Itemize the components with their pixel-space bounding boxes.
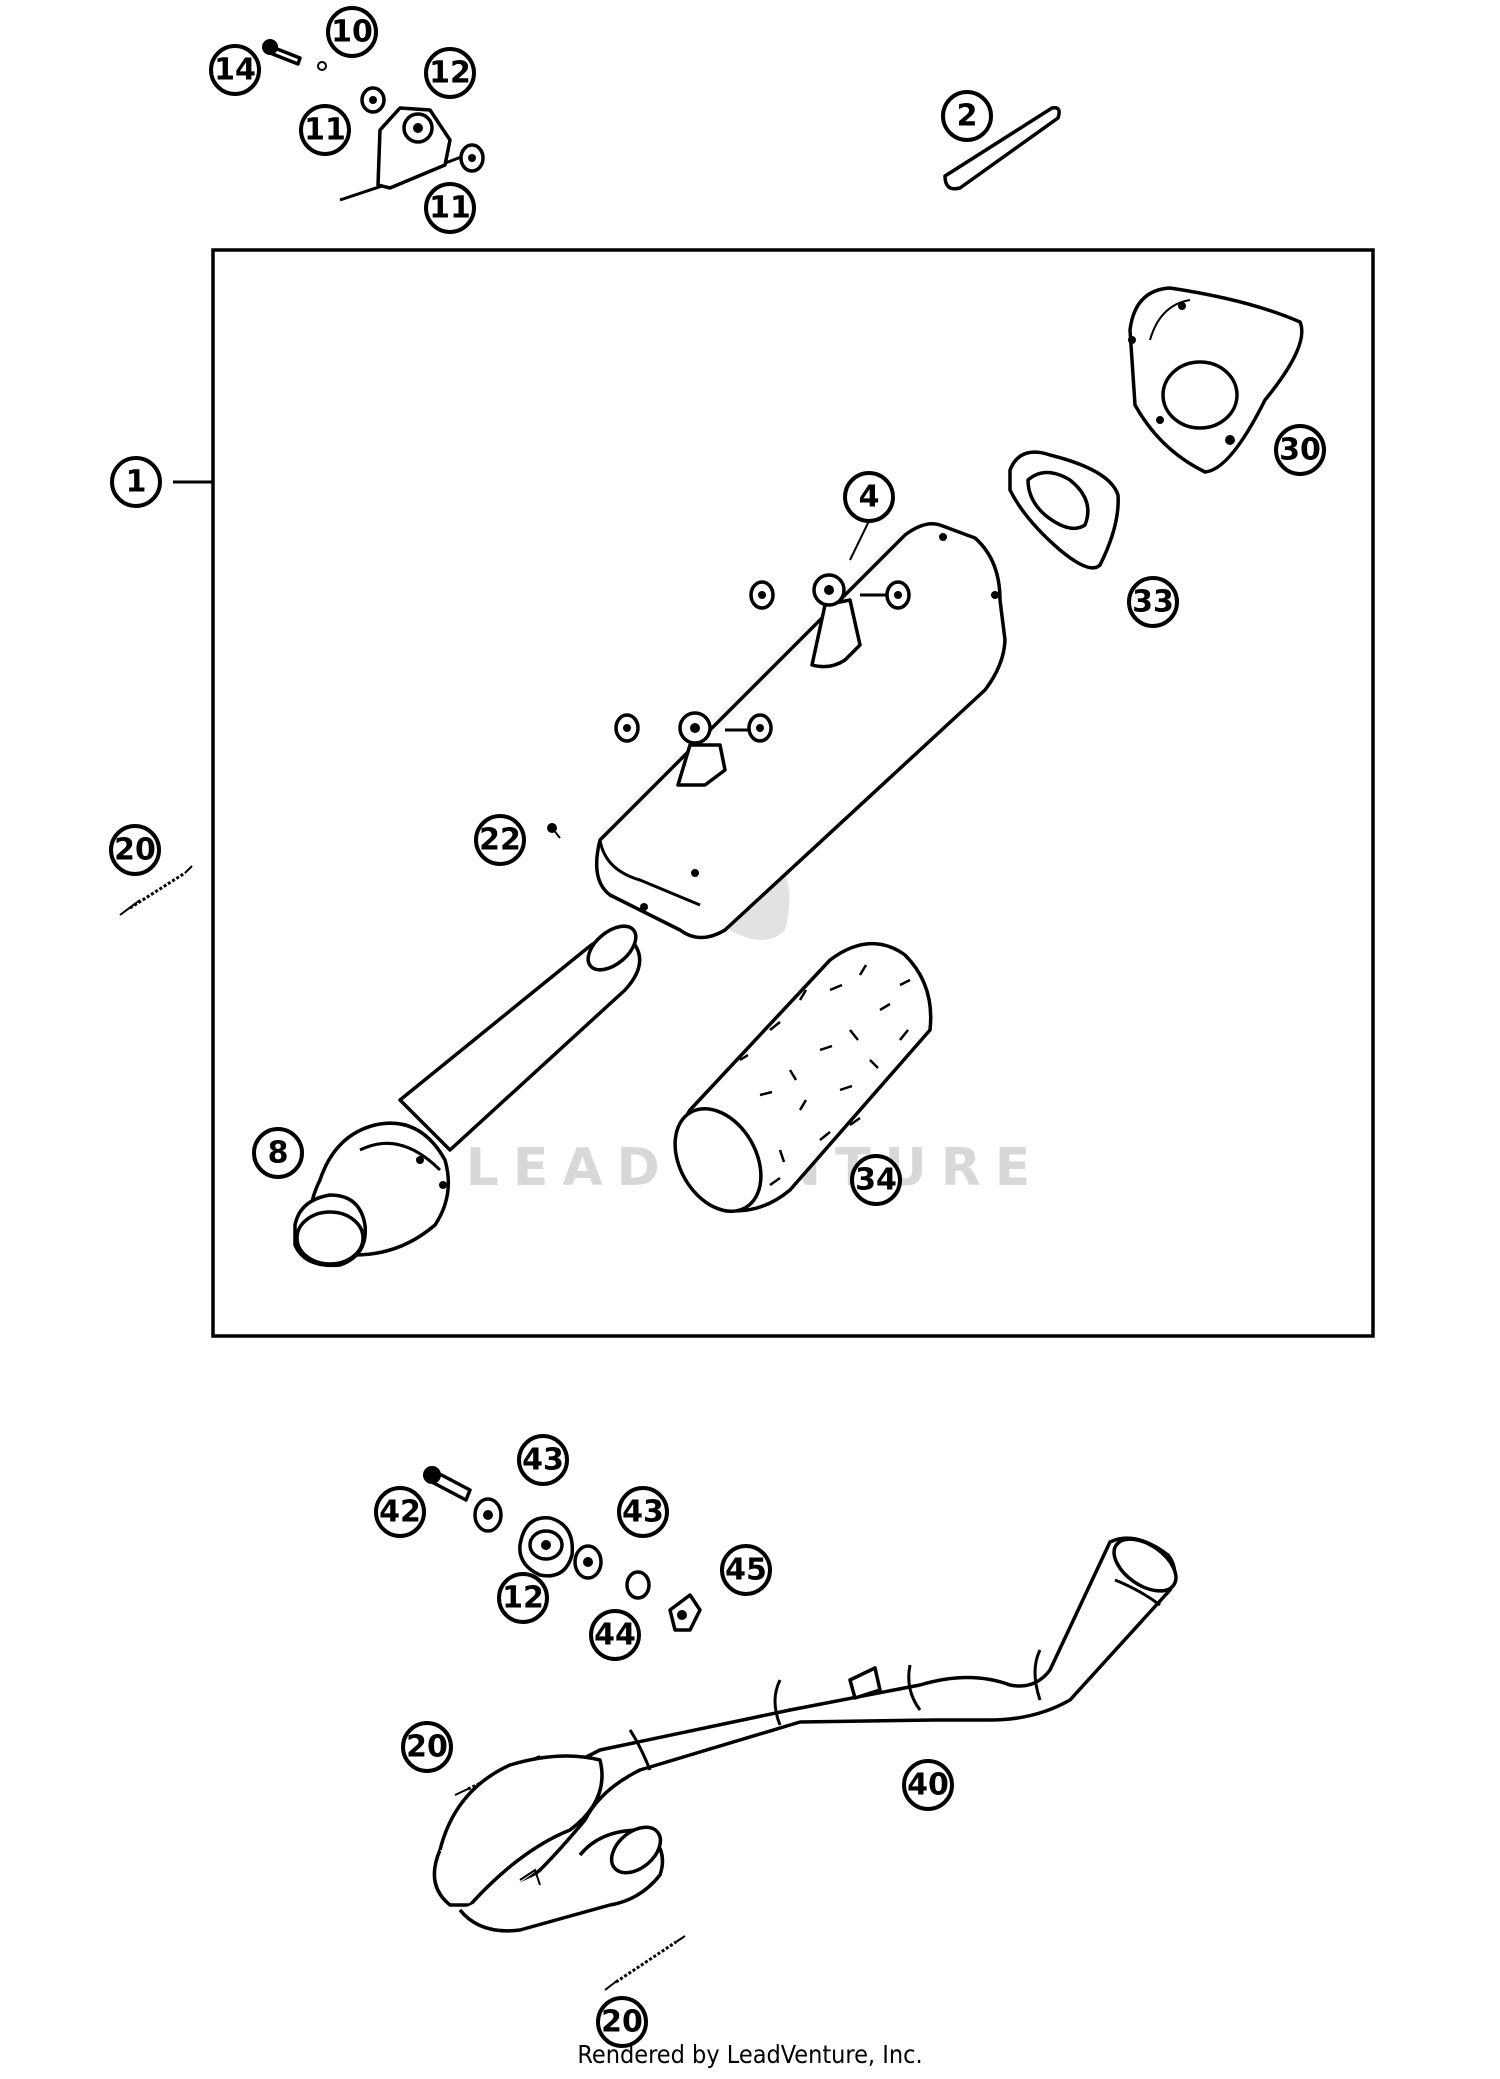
callout-43-lower[interactable]: 43 <box>617 1486 669 1538</box>
silencer-end-cap <box>1128 286 1304 474</box>
svg-text:20: 20 <box>406 1730 448 1765</box>
callout-2[interactable]: 2 <box>941 90 993 142</box>
callout-12-lower[interactable]: 12 <box>497 1572 549 1624</box>
callout-43-upper[interactable]: 43 <box>517 1434 569 1486</box>
svg-text:33: 33 <box>1132 585 1174 620</box>
svg-text:40: 40 <box>907 1768 949 1803</box>
exhaust-spring-bottom <box>604 1935 686 1991</box>
callout-22[interactable]: 22 <box>474 814 526 866</box>
callout-8[interactable]: 8 <box>252 1127 304 1179</box>
callout-42[interactable]: 42 <box>374 1486 426 1538</box>
heat-shield-strip <box>943 105 1061 191</box>
callout-12-upper[interactable]: 12 <box>424 47 476 99</box>
silencer-packing <box>673 942 933 1214</box>
header-mount-hardware <box>423 1466 702 1632</box>
footer-credit: Rendered by LeadVenture, Inc. <box>577 2040 923 2069</box>
svg-text:11: 11 <box>429 191 471 226</box>
callout-40[interactable]: 40 <box>902 1759 954 1811</box>
svg-text:42: 42 <box>379 1495 421 1530</box>
callout-11-upper[interactable]: 11 <box>299 104 351 156</box>
svg-text:4: 4 <box>859 480 880 515</box>
callout-11-lower[interactable]: 11 <box>424 182 476 234</box>
svg-text:20: 20 <box>601 2005 643 2040</box>
svg-text:2: 2 <box>957 99 978 134</box>
svg-text:10: 10 <box>331 15 373 50</box>
svg-text:14: 14 <box>214 53 256 88</box>
mount-bracket-hardware <box>262 39 485 202</box>
callout-34[interactable]: 34 <box>850 1154 902 1206</box>
callout-10[interactable]: 10 <box>326 6 378 58</box>
exhaust-header-pipe <box>432 1536 1178 1933</box>
callout-1[interactable]: 1 <box>110 456 162 508</box>
callout-20-left[interactable]: 20 <box>109 824 161 876</box>
svg-text:43: 43 <box>622 1495 664 1530</box>
callout-4[interactable]: 4 <box>843 471 895 523</box>
svg-text:20: 20 <box>114 833 156 868</box>
svg-text:43: 43 <box>522 1443 564 1478</box>
callout-33[interactable]: 33 <box>1127 576 1179 628</box>
callout-30[interactable]: 30 <box>1274 424 1326 476</box>
svg-text:11: 11 <box>304 113 346 148</box>
exhaust-spring-left <box>119 865 193 916</box>
silencer-body <box>594 522 1007 940</box>
svg-text:12: 12 <box>429 56 471 91</box>
inner-tube-cone <box>293 924 642 1268</box>
callout-45[interactable]: 45 <box>720 1544 772 1596</box>
svg-text:44: 44 <box>594 1618 636 1653</box>
rivet <box>547 823 561 839</box>
svg-text:45: 45 <box>725 1553 767 1588</box>
svg-text:22: 22 <box>479 823 521 858</box>
svg-text:12: 12 <box>502 1581 544 1616</box>
end-cap-gasket <box>1008 450 1120 570</box>
callout-20-middle[interactable]: 20 <box>401 1721 453 1773</box>
callout-44[interactable]: 44 <box>589 1609 641 1661</box>
svg-text:34: 34 <box>855 1163 897 1198</box>
silencer-assembly-box <box>211 248 1375 1338</box>
callout-20-bottom[interactable]: 20 <box>596 1996 648 2048</box>
callout-14[interactable]: 14 <box>209 44 261 96</box>
svg-text:8: 8 <box>268 1136 289 1171</box>
svg-text:1: 1 <box>126 465 147 500</box>
svg-text:30: 30 <box>1279 433 1321 468</box>
